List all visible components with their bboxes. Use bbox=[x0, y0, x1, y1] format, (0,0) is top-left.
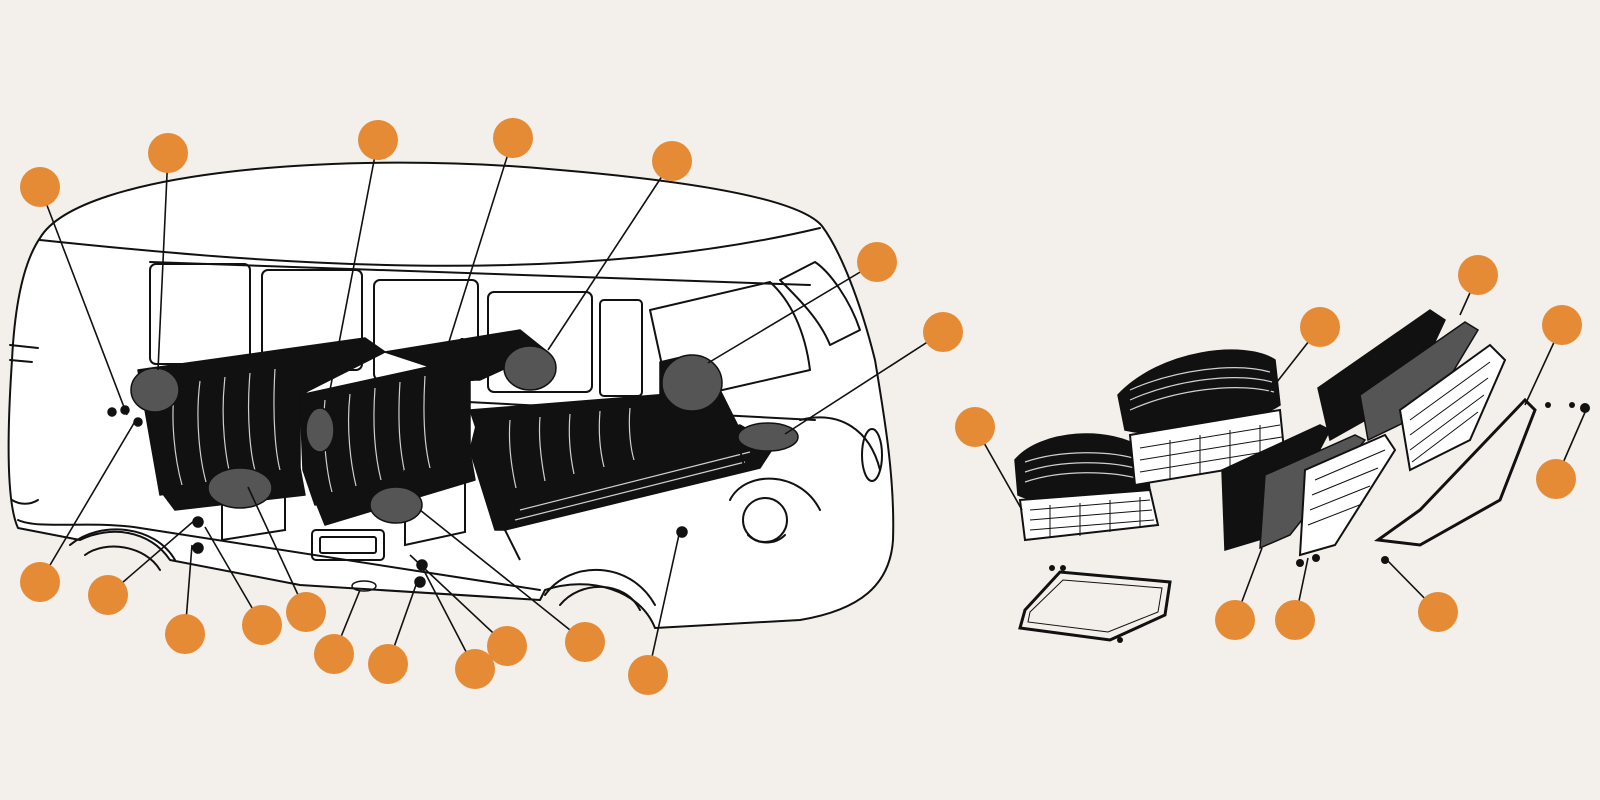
callout-hotspot-8[interactable] bbox=[20, 562, 60, 602]
hotspot-dot[interactable] bbox=[955, 407, 995, 447]
hotspot-dot[interactable] bbox=[455, 649, 495, 689]
backrest-large-frame bbox=[1398, 343, 1507, 472]
leader-line bbox=[707, 261, 878, 364]
large-open-frame bbox=[1373, 397, 1537, 547]
hotspot-dot[interactable] bbox=[165, 614, 205, 654]
hotspot-dot[interactable] bbox=[1542, 305, 1582, 345]
callout-hotspot-23[interactable] bbox=[1536, 459, 1576, 499]
callout-hotspot-25[interactable] bbox=[1275, 600, 1315, 640]
hotspot-dot[interactable] bbox=[628, 655, 668, 695]
callout-hotspot-24[interactable] bbox=[1215, 600, 1255, 640]
van-seat-padding bbox=[130, 345, 799, 524]
callout-hotspot-16[interactable] bbox=[487, 626, 527, 666]
hotspot-dot[interactable] bbox=[652, 141, 692, 181]
callout-hotspot-10[interactable] bbox=[165, 614, 205, 654]
callout-hotspot-13[interactable] bbox=[314, 634, 354, 674]
hotspot-dot[interactable] bbox=[314, 634, 354, 674]
hotspot-dot[interactable] bbox=[1275, 600, 1315, 640]
hotspot-dot[interactable] bbox=[493, 118, 533, 158]
hotspot-dot[interactable] bbox=[148, 133, 188, 173]
callout-hotspot-6[interactable] bbox=[857, 242, 897, 282]
leader-line bbox=[247, 486, 307, 613]
leader-line bbox=[784, 331, 944, 435]
callout-hotspot-12[interactable] bbox=[286, 592, 326, 632]
callout-hotspot-21[interactable] bbox=[1458, 255, 1498, 295]
leader-line bbox=[157, 152, 169, 371]
callout-hotspot-17[interactable] bbox=[565, 622, 605, 662]
callout-hotspot-14[interactable] bbox=[368, 644, 408, 684]
callout-hotspot-9[interactable] bbox=[88, 575, 128, 615]
exploded-seat-parts bbox=[1014, 309, 1590, 643]
small-open-frame bbox=[1018, 570, 1172, 642]
hotspot-dot[interactable] bbox=[20, 562, 60, 602]
callout-hotspot-4[interactable] bbox=[493, 118, 533, 158]
hotspot-dot[interactable] bbox=[487, 626, 527, 666]
callout-hotspot-20[interactable] bbox=[1300, 307, 1340, 347]
hotspot-dot[interactable] bbox=[1215, 600, 1255, 640]
hotspot-dot[interactable] bbox=[358, 120, 398, 160]
callout-hotspot-26[interactable] bbox=[1418, 592, 1458, 632]
hotspot-dot[interactable] bbox=[20, 167, 60, 207]
leader-line bbox=[329, 139, 379, 391]
hotspot-dot[interactable] bbox=[923, 312, 963, 352]
callout-hotspot-11[interactable] bbox=[242, 605, 282, 645]
leader-line bbox=[39, 186, 128, 416]
hotspot-dot[interactable] bbox=[286, 592, 326, 632]
leader-line bbox=[39, 417, 138, 583]
hotspot-dot[interactable] bbox=[565, 622, 605, 662]
hotspot-dot[interactable] bbox=[1300, 307, 1340, 347]
callout-hotspots bbox=[20, 118, 1582, 695]
leader-line bbox=[647, 529, 681, 676]
callout-hotspot-3[interactable] bbox=[358, 120, 398, 160]
callout-hotspot-19[interactable] bbox=[955, 407, 995, 447]
hotspot-dot[interactable] bbox=[368, 644, 408, 684]
van-seats bbox=[137, 329, 776, 531]
callout-hotspot-5[interactable] bbox=[652, 141, 692, 181]
callout-hotspot-2[interactable] bbox=[148, 133, 188, 173]
callout-hotspot-22[interactable] bbox=[1542, 305, 1582, 345]
hotspot-dot[interactable] bbox=[1536, 459, 1576, 499]
hotspot-dot[interactable] bbox=[1458, 255, 1498, 295]
hotspot-dot[interactable] bbox=[88, 575, 128, 615]
callout-hotspot-1[interactable] bbox=[20, 167, 60, 207]
hotspot-dot[interactable] bbox=[857, 242, 897, 282]
leader-line bbox=[409, 554, 508, 647]
callout-hotspot-15[interactable] bbox=[455, 649, 495, 689]
hotspot-dot[interactable] bbox=[242, 605, 282, 645]
leader-line bbox=[447, 137, 514, 346]
leader-line bbox=[419, 509, 586, 643]
hotspot-dot[interactable] bbox=[1418, 592, 1458, 632]
callout-hotspot-7[interactable] bbox=[923, 312, 963, 352]
leader-line bbox=[547, 160, 673, 351]
callout-hotspot-18[interactable] bbox=[628, 655, 668, 695]
